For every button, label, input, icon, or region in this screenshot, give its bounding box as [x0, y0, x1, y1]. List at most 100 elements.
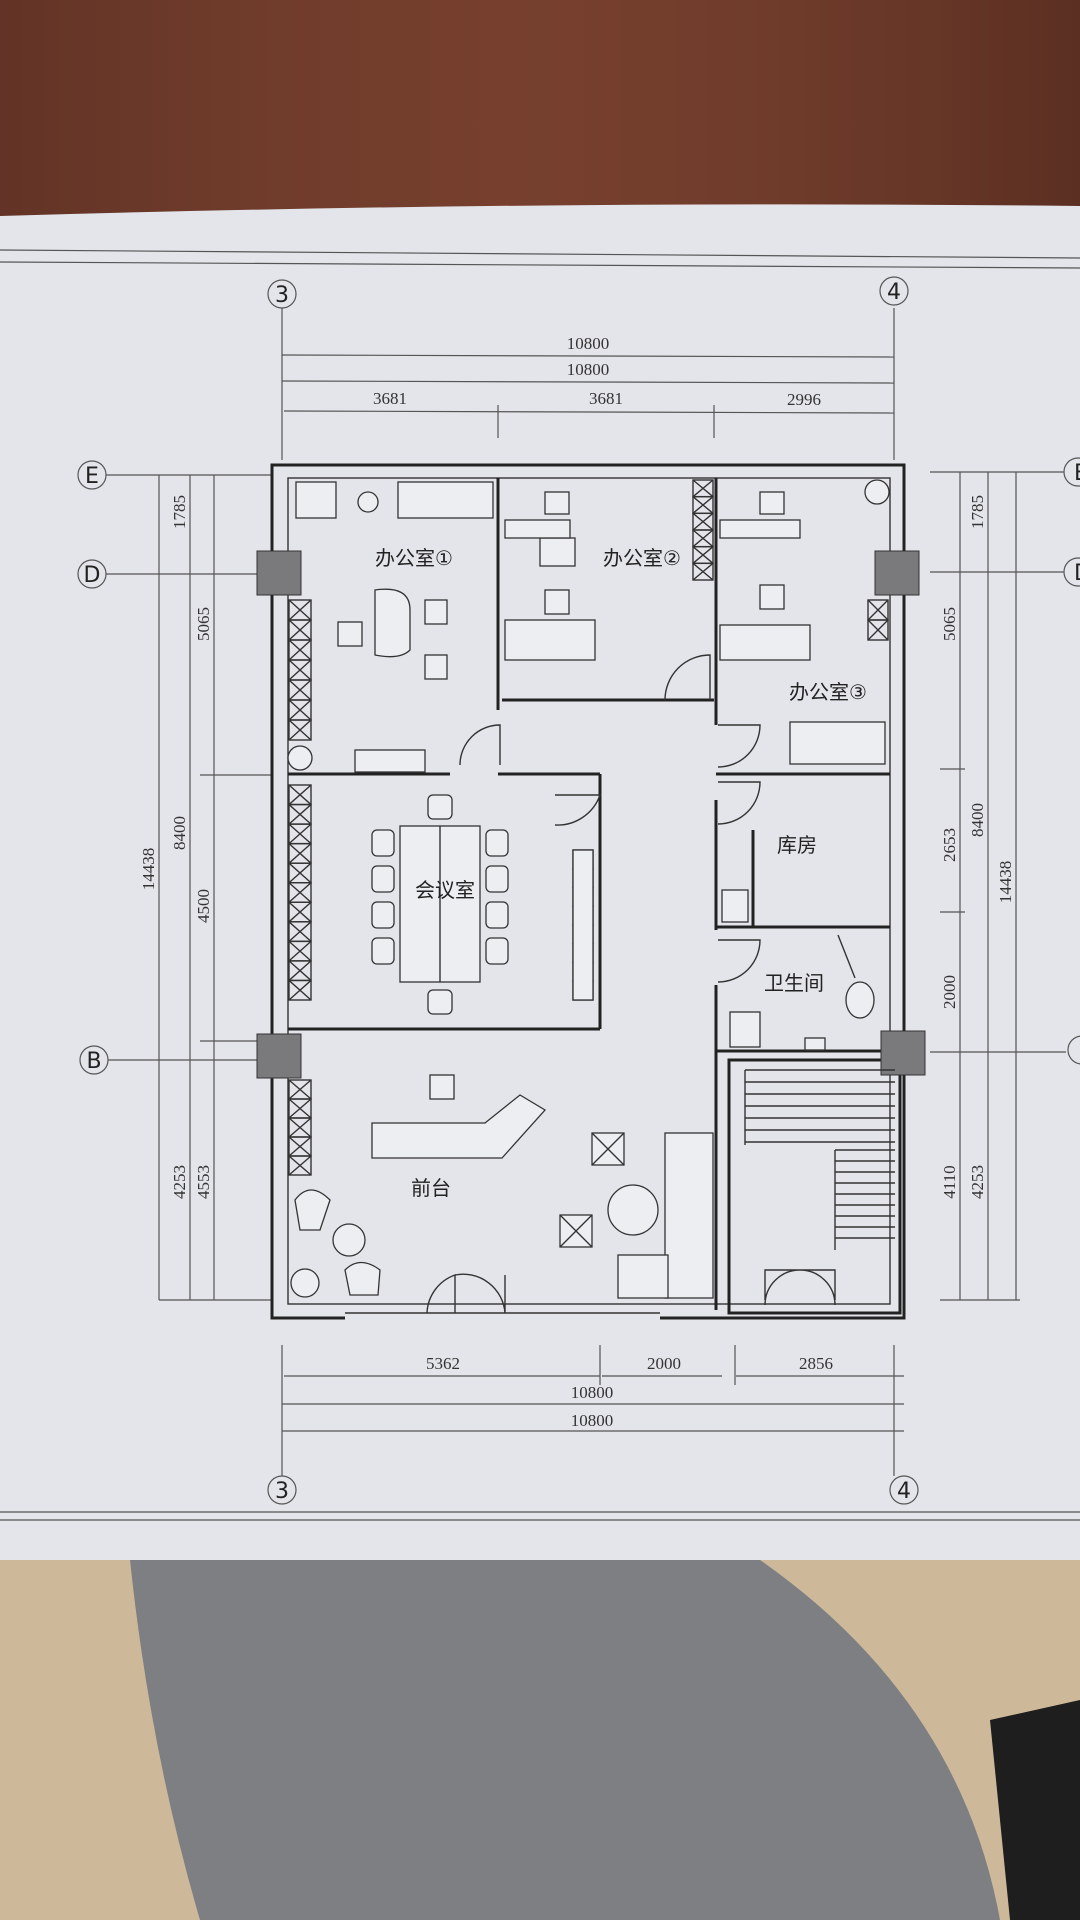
cabinet — [692, 562, 714, 581]
dim-left-inner-3: 4500 — [194, 889, 213, 923]
column — [880, 1030, 926, 1076]
cabinet — [288, 659, 312, 681]
cabinet — [288, 979, 312, 1001]
cabinet — [288, 1098, 312, 1119]
room-office-2: 办公室② — [603, 546, 681, 570]
cabinet — [288, 940, 312, 962]
dim-bottom-seg-2: 2000 — [647, 1354, 681, 1373]
axis-left-D: D — [84, 563, 101, 588]
chair — [485, 829, 509, 857]
top-dimensions: 10800 10800 3681 3681 2996 — [281, 334, 895, 438]
axis-markers: 3 4 3 4 E D B E D — [77, 276, 1080, 1505]
dim-right-middle-1: 8400 — [968, 803, 987, 837]
dim-left-inner-1: 1785 — [170, 495, 189, 529]
doors — [426, 654, 856, 1314]
cabinet — [288, 804, 312, 825]
cabinet — [288, 1155, 312, 1176]
chair — [427, 794, 453, 820]
dim-bottom-total-outer: 10800 — [571, 1411, 614, 1430]
dim-top-seg-2: 3681 — [589, 389, 623, 408]
cabinet — [288, 921, 312, 942]
dim-right-middle-2: 4253 — [968, 1165, 987, 1199]
cabinet — [692, 479, 714, 498]
furniture — [287, 479, 895, 1299]
axis-bottom-3: 3 — [275, 1479, 289, 1504]
dim-top-total-outer: 10800 — [567, 334, 610, 353]
right-dimensions: 1785 5065 2653 2000 4110 8400 4253 14438 — [940, 472, 1020, 1301]
dim-right-outer: 14438 — [996, 861, 1015, 904]
chair — [485, 865, 509, 893]
cabinet — [288, 639, 312, 661]
cabinet — [288, 599, 312, 621]
chair — [371, 937, 395, 965]
paper-sheet — [0, 204, 1080, 1560]
cabinet — [692, 562, 714, 581]
cabinet — [692, 496, 714, 514]
room-labels: 办公室① 办公室② 办公室③ 会议室 库房 卫生间 前台 — [375, 546, 867, 1200]
grey-fabric — [130, 1560, 1000, 1920]
cabinet — [288, 901, 312, 923]
cabinet — [288, 823, 312, 845]
cabinet — [867, 619, 889, 641]
axis-right-E: E — [1074, 461, 1080, 486]
room-reception: 前台 — [411, 1176, 451, 1200]
cabinet — [288, 1079, 312, 1100]
cabinet — [867, 619, 889, 641]
dim-bottom-total-inner: 10800 — [571, 1383, 614, 1402]
walls — [256, 463, 926, 1322]
dim-top-total-inner: 10800 — [567, 360, 610, 379]
cabinet — [692, 529, 714, 548]
cabinet — [867, 599, 889, 621]
cabinet — [288, 1117, 312, 1138]
dim-bottom-seg-1: 5362 — [426, 1354, 460, 1373]
dim-left-inner-4: 4553 — [194, 1165, 213, 1199]
column — [874, 550, 920, 596]
chair — [485, 901, 509, 929]
axis-left-E: E — [85, 464, 99, 489]
axis-bottom-4: 4 — [897, 1479, 911, 1504]
cabinet — [288, 679, 312, 701]
axis-top-3: 3 — [275, 283, 289, 308]
cabinet — [692, 512, 714, 531]
dim-top-seg-1: 3681 — [373, 389, 407, 408]
dim-bottom-seg-3: 2856 — [799, 1354, 833, 1373]
room-storage: 库房 — [777, 833, 817, 857]
chair — [427, 989, 453, 1015]
cabinet — [288, 882, 312, 903]
cabinet — [288, 1136, 312, 1157]
room-office-3: 办公室③ — [789, 680, 867, 704]
axis-top-4: 4 — [887, 280, 901, 305]
dim-right-inner-3: 2653 — [940, 828, 959, 862]
bottom-dimensions: 5362 2000 2856 10800 10800 — [282, 1345, 904, 1432]
room-office-1: 办公室① — [375, 546, 453, 570]
axis-left-B: B — [86, 1049, 101, 1074]
cabinet — [288, 719, 312, 741]
cabinet — [288, 699, 312, 721]
axis-right-D: D — [1074, 561, 1080, 586]
cabinet — [692, 546, 714, 564]
dim-left-middle-1: 8400 — [170, 816, 189, 850]
column — [256, 550, 302, 596]
column — [256, 1033, 302, 1079]
cabinet — [288, 784, 312, 806]
dim-right-inner-2: 5065 — [940, 607, 959, 641]
cabinet — [288, 979, 312, 1001]
dim-left-outer: 14438 — [139, 848, 158, 891]
room-restroom: 卫生间 — [764, 971, 824, 995]
dim-right-inner-5: 4110 — [940, 1165, 959, 1198]
cabinet — [288, 619, 312, 641]
cabinet — [288, 719, 312, 741]
dim-left-inner-2: 5065 — [194, 607, 213, 641]
cabinet — [288, 1155, 312, 1176]
dim-right-inner-4: 2000 — [940, 975, 959, 1009]
dim-left-middle-2: 4253 — [170, 1165, 189, 1199]
cabinet — [288, 960, 312, 981]
chair — [371, 865, 395, 893]
chair — [485, 937, 509, 965]
cabinet — [288, 843, 312, 864]
cabinet — [288, 862, 312, 884]
room-meeting: 会议室 — [415, 878, 475, 902]
chair — [371, 829, 395, 857]
left-dimensions: 14438 8400 4253 1785 5065 4500 4553 — [139, 475, 272, 1301]
